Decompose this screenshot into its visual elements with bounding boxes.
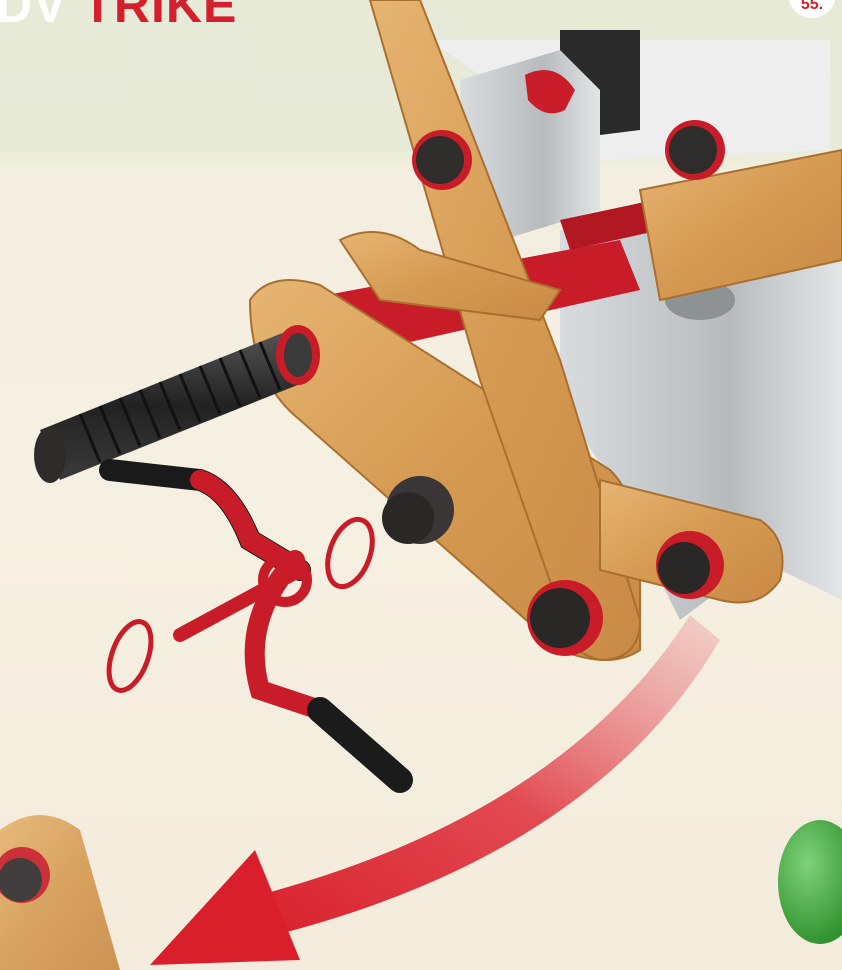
partial-assembly-bottom-left <box>0 815 120 970</box>
curved-arrow-icon <box>150 615 720 965</box>
page-number: 55. <box>801 0 823 18</box>
green-round-button <box>778 820 842 944</box>
crank-handle <box>110 470 400 780</box>
title-part1: DV <box>0 0 67 33</box>
page-title: DV TRIKE <box>0 0 237 34</box>
threaded-rod <box>34 325 320 483</box>
title-part2: TRIKE <box>82 0 237 33</box>
